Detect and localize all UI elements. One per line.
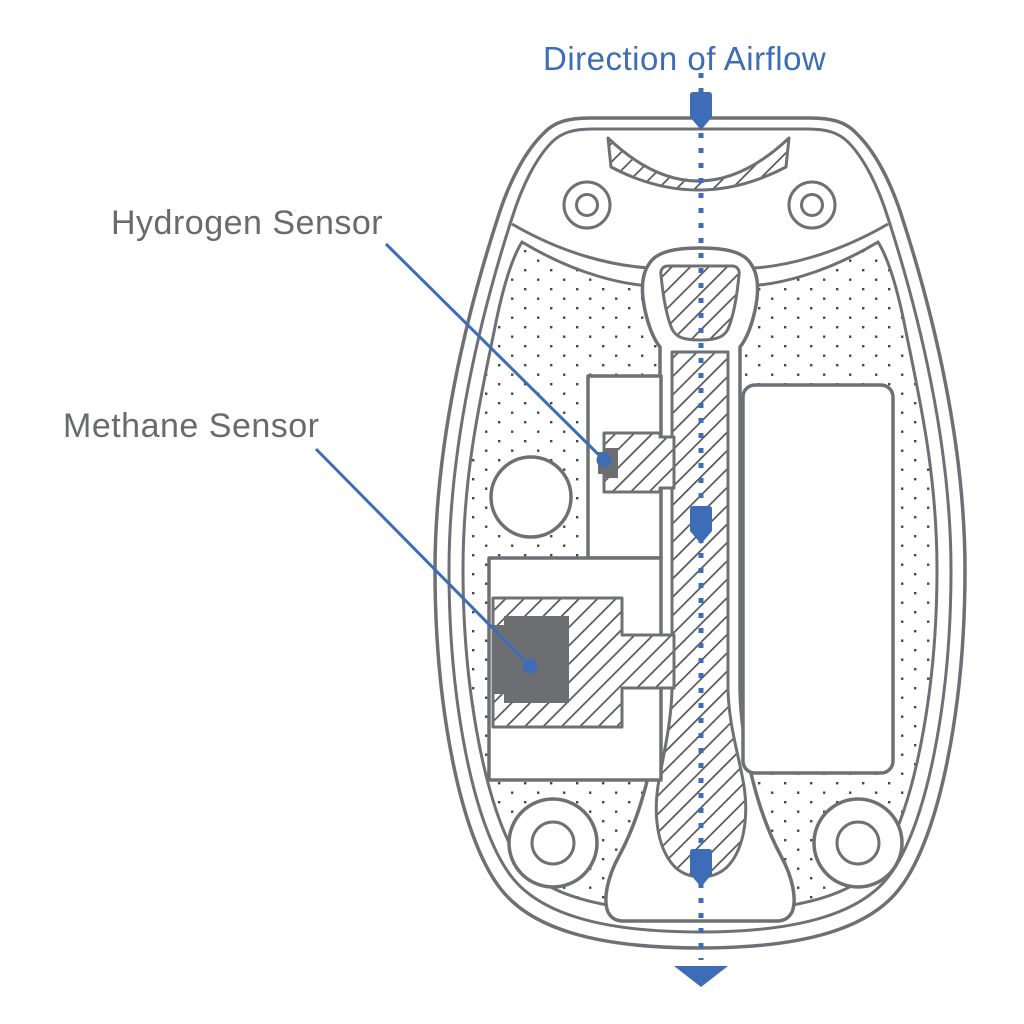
methane-leader-dot (522, 658, 538, 674)
top-right-screw-boss (787, 180, 837, 230)
hydrogen-leader-line (384, 242, 606, 462)
airflow-arrow-icon (690, 92, 712, 130)
methane-sensor-assembly (487, 556, 676, 782)
hydrogen-sensor-assembly (586, 374, 676, 560)
bottom-screw-bosses (507, 797, 904, 889)
airflow-arrowhead-icon (674, 966, 728, 987)
top-left-screw-boss (562, 180, 612, 230)
top-left-screw-hole (575, 193, 599, 217)
bottom-right-screw-hole (835, 820, 881, 866)
airflow-arrow-icon (690, 506, 712, 544)
hydrogen-leader-dot (596, 452, 612, 468)
airflow-title: Direction of Airflow (543, 40, 826, 77)
battery-compartment (741, 383, 895, 775)
airflow-path (674, 73, 728, 987)
bottom-left-screw-boss (507, 797, 599, 889)
airflow-arrow-icon (690, 849, 712, 887)
bottom-right-screw-boss (812, 797, 904, 889)
hydrogen-sensor-label: Hydrogen Sensor (111, 204, 383, 242)
bottom-left-screw-hole (530, 820, 576, 866)
buzzer-port-circle (489, 455, 573, 539)
methane-sensor-label: Methane Sensor (63, 407, 320, 445)
top-cap-seam-left (511, 222, 651, 270)
top-cap-seam-right (753, 222, 889, 270)
hydrogen-callout: Hydrogen Sensor (111, 204, 612, 468)
methane-callout: Methane Sensor (63, 407, 538, 674)
air-inlet-vent (606, 136, 791, 192)
methane-leader-line (314, 447, 532, 668)
top-right-screw-hole (800, 193, 824, 217)
hydrogen-sensor-block (602, 431, 676, 494)
